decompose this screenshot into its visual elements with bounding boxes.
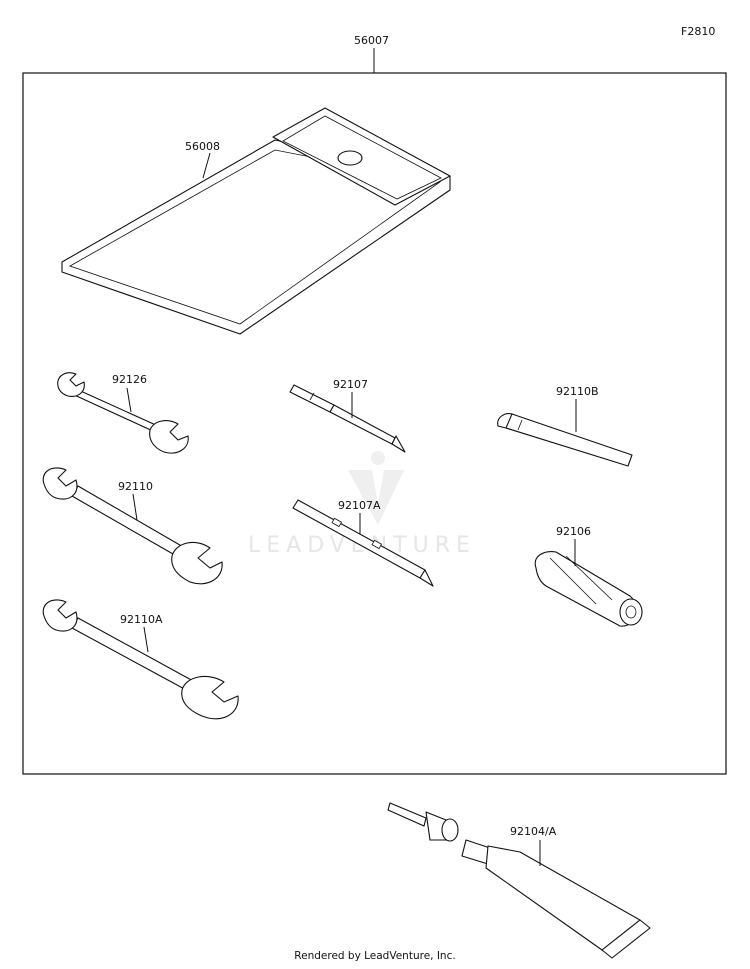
footer-credit: Rendered by LeadVenture, Inc. [294,950,456,962]
leader-wrench-large [143,626,149,653]
pouch-snap-button [337,150,363,166]
leader-pouch [202,152,211,179]
handle-socket [619,598,643,626]
hex-key-92110B [497,413,633,467]
handle-92106 [534,551,643,627]
screwdriver-bit-92107A [292,499,434,587]
tool-pouch-56008 [61,107,451,335]
leader-wrench-medium [132,493,138,521]
wrench-92110 [42,467,223,585]
callout-wrench-medium: 92110 [118,480,153,493]
callout-screwdriver-bit: 92107A [338,499,381,512]
callout-pouch: 56008 [185,140,220,153]
screwdriver-92107 [289,384,406,453]
assembly-callout: 56007 [354,34,389,47]
callout-wrench-small: 92126 [112,373,147,386]
callout-wrench-large: 92110A [120,613,163,626]
assembly-frame [22,72,727,775]
watermark-logo-icon [348,451,404,525]
callout-hex-key: 92110B [556,385,599,398]
grease-tube-92104A [387,802,651,959]
callout-grease: 92104/A [510,825,557,838]
leader-wrench-small [126,387,132,413]
diagram-code: F2810 [681,25,715,38]
wrench-92126 [57,372,189,454]
callout-screwdriver: 92107 [333,378,368,391]
callout-handle: 92106 [556,525,591,538]
wrench-92110A [42,599,239,720]
